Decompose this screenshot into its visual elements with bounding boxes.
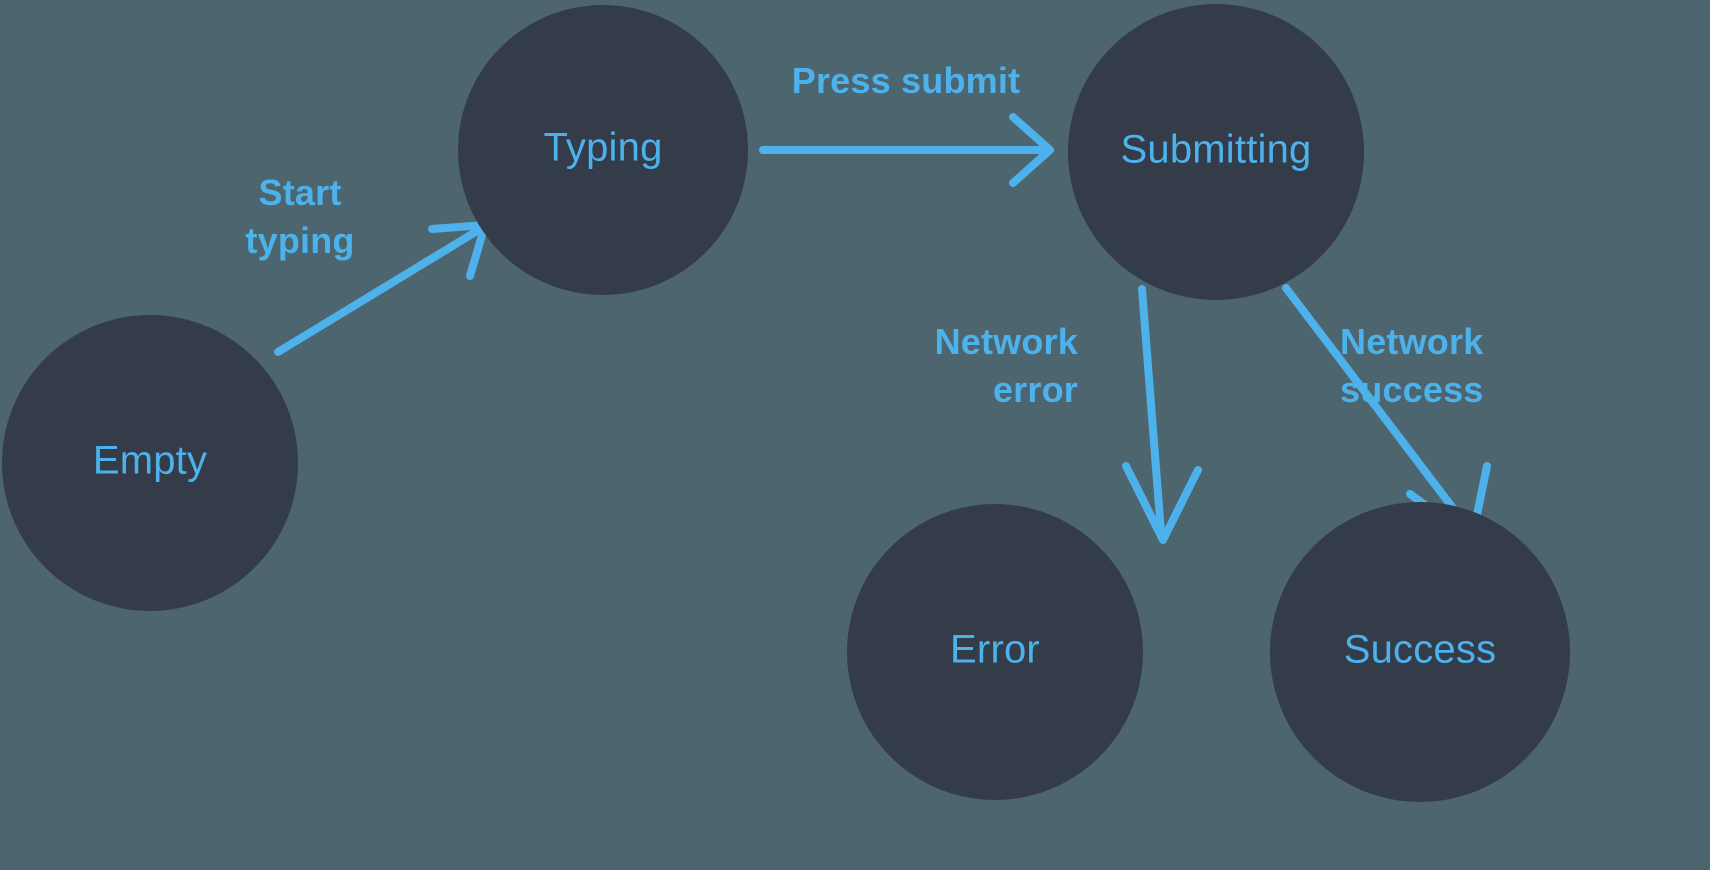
state-node-error[interactable]: Error	[847, 504, 1143, 800]
edges-layer	[274, 113, 1491, 544]
edge-label-press-submit: Press submit	[792, 60, 1021, 101]
nodes-layer: Empty Typing Submitting Error Success	[2, 4, 1570, 802]
edge-submitting-to-error[interactable]	[1122, 285, 1202, 544]
edge-line-network-success	[1282, 284, 1472, 532]
state-circle-typing[interactable]	[458, 5, 748, 295]
arrowhead-icon-network-error	[1122, 462, 1202, 544]
state-label-submitting: Submitting	[1121, 128, 1312, 172]
arrowhead-icon-press-submit	[1009, 113, 1054, 187]
state-node-success[interactable]: Success	[1270, 502, 1570, 802]
state-node-typing[interactable]: Typing	[458, 5, 748, 295]
edge-typing-to-submitting[interactable]	[759, 113, 1054, 187]
edge-line-start-typing	[274, 224, 486, 356]
state-circle-submitting[interactable]	[1068, 4, 1364, 300]
state-circle-error[interactable]	[847, 504, 1143, 800]
state-label-error: Error	[950, 628, 1040, 672]
state-circle-empty[interactable]	[2, 315, 298, 611]
state-label-empty: Empty	[93, 439, 207, 483]
edge-line-network-error	[1138, 285, 1165, 536]
state-label-success: Success	[1344, 628, 1497, 672]
state-circle-success[interactable]	[1270, 502, 1570, 802]
state-node-submitting[interactable]: Submitting	[1068, 4, 1364, 300]
state-node-empty[interactable]: Empty	[2, 315, 298, 611]
state-label-typing: Typing	[543, 126, 662, 170]
